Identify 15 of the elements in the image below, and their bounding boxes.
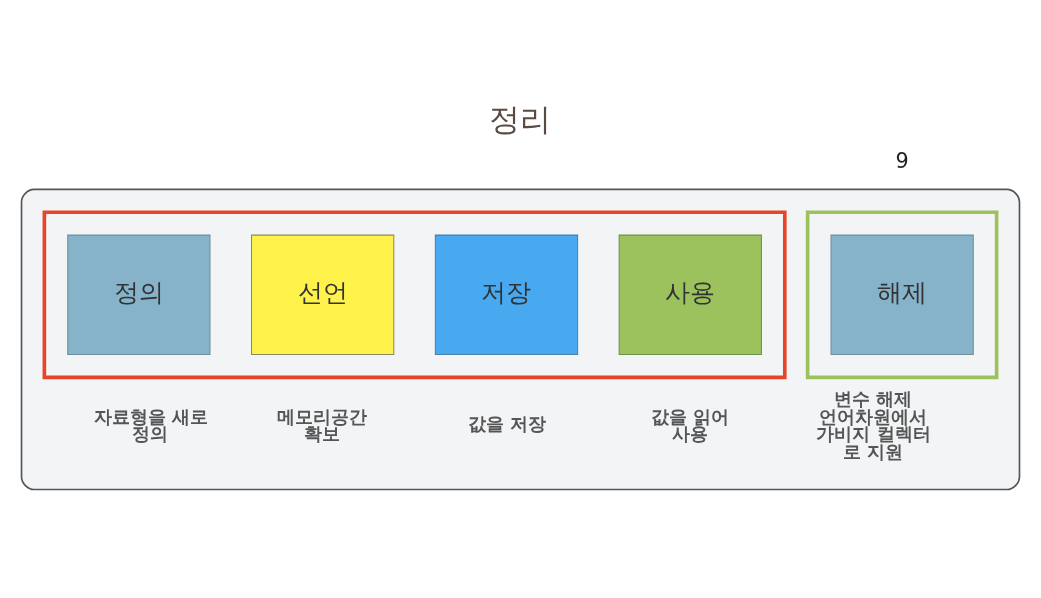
node-label: 값을 저장 xyxy=(467,413,546,434)
node-label: 메모리공간 확보 xyxy=(277,406,368,444)
node-label: 값을 읽어 사용 xyxy=(651,406,730,444)
node-label: 자료형을 새로 정의 xyxy=(93,406,208,444)
node-box: 정의 xyxy=(67,234,211,355)
node-label: 변수 해제 언어차원에서 가비지 컬렉터 로 지원 xyxy=(816,388,931,462)
node-box: 해제 xyxy=(830,234,974,355)
cluster xyxy=(805,209,999,379)
cluster xyxy=(42,209,787,379)
cluster xyxy=(20,188,1021,490)
node-box: 저장 xyxy=(434,234,579,355)
diagram-title: 정리 xyxy=(489,100,552,137)
label: 9 xyxy=(895,148,909,173)
node-box: 사용 xyxy=(618,234,762,355)
node-box: 선언 xyxy=(251,234,395,355)
